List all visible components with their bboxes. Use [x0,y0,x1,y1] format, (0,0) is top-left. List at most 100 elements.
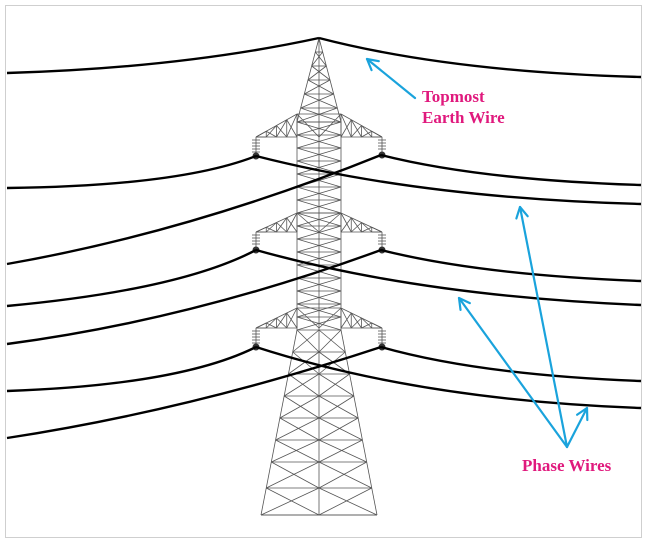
tower-diagonal [318,417,359,441]
tower-diagonal [304,79,331,95]
tower-diagonal [296,225,342,240]
tower-diagonal [318,461,372,489]
tower-diagonal [318,439,367,463]
tower-diagonal [260,487,320,516]
tower-diagonal [266,487,320,516]
tower-diagonal [296,212,342,227]
tower-diagonal [300,107,342,123]
crossarm-diagonal [350,222,362,233]
crossarm-diagonal [371,226,383,233]
phase-wire-6a [6,345,382,440]
tower-diagonal [296,290,342,305]
tower-diagonal [275,439,320,463]
lattice-tower [255,37,383,516]
crossarm-diagonal [266,130,277,138]
arrow-icon [565,406,589,449]
tower-leg-left [260,329,298,516]
tower-diagonal [283,373,320,397]
crossarm-diagonal [340,217,352,233]
crossarm-diagonal [286,212,298,233]
crossarm-diagonal [266,226,277,233]
phase-wire-4b [380,248,642,283]
crossarm-diagonal [276,217,288,233]
crossarm-diagonal [286,307,298,329]
tower-diagonal [271,461,320,489]
crossarm-diagonal [361,130,372,138]
crossarm-diagonal [371,322,383,329]
tower-diagonal [318,439,363,463]
arrow-head [365,57,380,72]
crossarm-diagonal [361,226,372,233]
tower-diagonal [296,199,342,214]
arrow-shaft [365,57,417,100]
crossarm-diagonal [350,217,362,233]
phase-wire-2b [380,153,642,187]
tower-diagonal [307,65,327,81]
tower-diagonal [283,395,320,419]
tower-diagonal [318,329,346,353]
crossarm-diagonal [340,307,352,329]
arrow-shaft [518,205,569,449]
phase-wire-1a [6,154,257,190]
phase-wires-label: Phase Wires [522,456,612,475]
crossarm-diagonal [286,113,298,138]
crossarm-diagonal [266,322,277,329]
phase-wire-6b [380,345,642,383]
crossarm-diagonal [276,317,288,329]
tower-diagonal [296,329,320,353]
tower-diagonal [318,487,372,516]
crossarm-diagonal [350,317,362,329]
arrow-shaft [565,406,589,449]
crossarm-diagonal [350,125,362,138]
phase-wire-5b [255,345,642,410]
phase-wire-3b [255,248,642,307]
arrow-head [457,296,471,312]
arrow-shaft [457,296,569,449]
phase-wire-5a [6,345,257,393]
arrow-head [575,406,589,422]
tower-diagonal [292,329,320,353]
tower-leg-right [340,329,378,516]
tower-diagonal [292,351,320,375]
tower-diagonal [318,395,359,419]
arrow-icon [365,57,417,100]
diagram-frame [5,5,642,538]
arrow-icon [515,205,569,449]
crossarm-diagonal [340,119,352,138]
tower-diagonal [296,134,342,149]
crossarm-diagonal [286,217,298,233]
tower-diagonal [296,277,342,292]
earth-wire-left [6,36,320,75]
phase-wire-3a [6,248,257,308]
crossarm-diagonal [276,125,288,138]
tower-diagonal [318,329,342,353]
tower-diagonal [315,51,327,67]
crossarm-inner [296,113,320,138]
tower-diagonal [311,65,331,81]
topmost-label-line2: Earth Wire [422,108,505,127]
tower-diagonal [318,487,378,516]
tower-diagonal [300,93,334,109]
tower-diagonal [307,79,334,95]
crossarm-diagonal [276,222,288,233]
tower-diagonal [271,439,320,463]
tower-diagonal [296,238,342,253]
arrow-head [515,205,529,220]
crossarm-diagonal [361,317,373,329]
crossarm-inner [318,113,342,138]
tower-diagonal [296,316,342,331]
crossarm-diagonal [265,125,277,138]
arrow-icon [457,296,569,449]
crossarm-diagonal [371,130,383,138]
tower-diagonal [318,395,355,419]
crossarm-inner [296,212,320,233]
tower-diagonal [296,186,342,201]
crossarm-diagonal [340,312,352,329]
tower-diagonal [318,417,363,441]
crossarm-diagonal [286,312,298,329]
crossarm-diagonal [276,119,288,138]
crossarm-diagonal [276,312,288,329]
tower-diagonal [311,51,323,67]
crossarm-diagonal [255,226,267,233]
crossarm-diagonal [286,119,298,138]
